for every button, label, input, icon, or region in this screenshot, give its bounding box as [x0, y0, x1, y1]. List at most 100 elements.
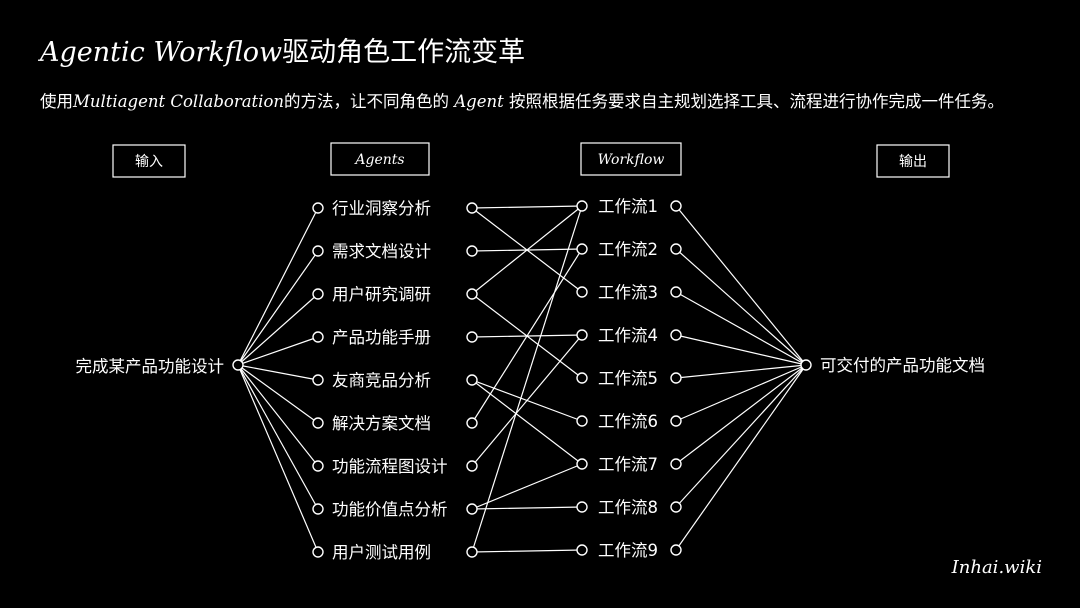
agent-out-dot	[466, 503, 478, 515]
link-workflow-output	[675, 291, 807, 366]
agent-in-dot	[312, 503, 324, 515]
subtitle-part: 使用	[40, 92, 73, 111]
brand-watermark: Inhai.wiki	[951, 557, 1042, 578]
header-input-label: 输入	[135, 154, 163, 170]
agent-list: 行业洞察分析需求文档设计用户研究调研产品功能手册友商竞品分析解决方案文档功能流程…	[312, 199, 478, 562]
link-workflow-output	[675, 334, 807, 366]
agent-in-dot	[312, 202, 324, 214]
workflow-out-dot	[670, 329, 682, 341]
connector-lines	[237, 205, 807, 553]
agent-in-dot	[312, 288, 324, 300]
title-zh: 驱动角色工作流变革	[282, 37, 525, 68]
workflow-out-dot	[670, 286, 682, 298]
header-input-box	[112, 144, 186, 178]
output-node-dot	[800, 359, 812, 371]
link-input-agent	[237, 250, 319, 366]
header-output-box	[876, 144, 950, 178]
link-input-agent	[237, 336, 319, 366]
output-node-label: 可交付的产品功能文档	[820, 356, 985, 375]
agent-label: 行业洞察分析	[332, 199, 431, 218]
header-agents-label: Agents	[353, 152, 404, 168]
link-agent-workflow	[471, 379, 583, 465]
workflow-label: 工作流2	[598, 240, 658, 259]
agent-in-dot	[312, 460, 324, 472]
header-agents-box	[330, 142, 430, 176]
subtitle-emphasis: Agent	[452, 92, 504, 111]
page-title: Agentic Workflow驱动角色工作流变革	[37, 37, 525, 68]
header-agents: Agents	[330, 142, 430, 176]
workflow-in-dot	[576, 458, 588, 470]
link-workflow-output	[675, 364, 807, 508]
workflow-label: 工作流8	[598, 498, 658, 517]
subtitle-part: 的方法，让不同角色的	[284, 92, 454, 111]
header-output-label: 输出	[899, 154, 927, 170]
link-agent-workflow	[471, 205, 583, 295]
page-subtitle: 使用Multiagent Collaboration的方法，让不同角色的 Age…	[40, 92, 1004, 111]
agent-out-dot	[466, 460, 478, 472]
link-input-agent	[237, 207, 319, 366]
workflow-out-dot	[670, 458, 682, 470]
link-agent-workflow	[471, 248, 583, 424]
link-input-agent	[237, 293, 319, 366]
link-agent-workflow	[471, 205, 583, 209]
agent-out-dot	[466, 331, 478, 343]
link-input-agent	[237, 364, 319, 424]
agent-label: 功能价值点分析	[332, 500, 448, 519]
workflow-label: 工作流1	[598, 197, 658, 216]
workflow-label: 工作流3	[598, 283, 658, 302]
agent-out-dot	[466, 374, 478, 386]
workflow-label: 工作流9	[598, 541, 658, 560]
workflow-in-dot	[576, 243, 588, 255]
agent-out-dot	[466, 288, 478, 300]
subtitle-part: 按照根据任务要求自主规划选择工具、流程进行协作完成一件任务。	[504, 92, 1004, 111]
link-workflow-output	[675, 364, 807, 551]
workflow-out-dot	[670, 243, 682, 255]
subtitle-emphasis: Multiagent Collaboration	[72, 92, 284, 111]
header-input: 输入	[112, 144, 186, 178]
agent-label: 用户研究调研	[332, 285, 431, 304]
workflow-out-dot	[670, 200, 682, 212]
link-workflow-output	[675, 364, 807, 379]
header-workflow-label: Workflow	[598, 152, 665, 168]
agent-out-dot	[466, 417, 478, 429]
agent-in-dot	[312, 417, 324, 429]
agent-in-dot	[312, 245, 324, 257]
workflow-label: 工作流5	[598, 369, 658, 388]
agent-label: 用户测试用例	[332, 543, 431, 562]
input-node-label: 完成某产品功能设计	[76, 357, 225, 376]
link-input-agent	[237, 364, 319, 553]
agent-label: 功能流程图设计	[332, 457, 448, 476]
agent-label: 产品功能手册	[332, 328, 431, 347]
agent-label: 解决方案文档	[332, 414, 431, 433]
link-agent-workflow	[471, 463, 583, 510]
agent-out-dot	[466, 245, 478, 257]
workflow-in-dot	[576, 329, 588, 341]
workflow-in-dot	[576, 286, 588, 298]
link-workflow-output	[675, 364, 807, 465]
link-workflow-output	[675, 364, 807, 422]
workflow-out-dot	[670, 501, 682, 513]
link-workflow-output	[675, 248, 807, 366]
header-workflow-box	[580, 142, 682, 176]
link-agent-workflow	[471, 549, 583, 553]
workflow-in-dot	[576, 544, 588, 556]
workflow-in-dot	[576, 415, 588, 427]
workflow-in-dot	[576, 501, 588, 513]
agent-label: 需求文档设计	[332, 242, 431, 261]
input-node-dot	[232, 359, 244, 371]
workflow-in-dot	[576, 200, 588, 212]
agent-out-dot	[466, 202, 478, 214]
header-output: 输出	[876, 144, 950, 178]
workflow-out-dot	[670, 372, 682, 384]
workflow-label: 工作流7	[598, 455, 658, 474]
agent-out-dot	[466, 546, 478, 558]
workflow-in-dot	[576, 372, 588, 384]
workflow-out-dot	[670, 415, 682, 427]
workflow-out-dot	[670, 544, 682, 556]
agent-in-dot	[312, 546, 324, 558]
header-workflow: Workflow	[580, 142, 682, 176]
workflow-label: 工作流6	[598, 412, 658, 431]
link-agent-workflow	[471, 506, 583, 510]
link-input-agent	[237, 364, 319, 467]
